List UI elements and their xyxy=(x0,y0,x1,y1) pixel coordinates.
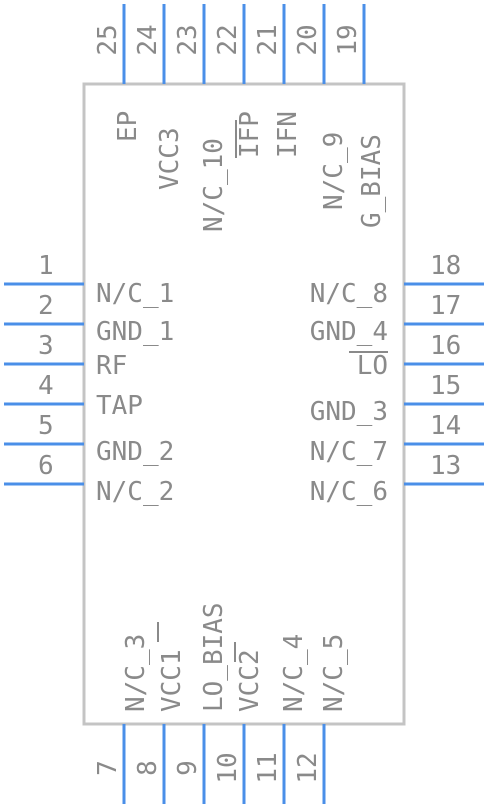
pin-9: 9 LO_BIAS xyxy=(173,602,229,804)
pin-4-label: TAP xyxy=(96,391,143,421)
pin-3: 3 RF xyxy=(4,331,127,381)
pin-7-label: N/C_3 xyxy=(121,634,151,712)
pin-10-number: 10 xyxy=(213,752,243,783)
pin-10: 10 VCC2 xyxy=(213,642,265,804)
pin-19-number: 19 xyxy=(333,24,363,55)
pin-1-number: 1 xyxy=(38,251,54,281)
pin-24-label: VCC3 xyxy=(155,127,185,190)
pin-5-label: GND_2 xyxy=(96,437,174,467)
pin-13: 13 N/C_6 xyxy=(310,451,484,507)
pin-22: 22 IFP xyxy=(213,4,265,158)
pin-23: 23 N/C_10 xyxy=(173,4,229,232)
pin-14: 14 N/C_7 xyxy=(310,411,484,467)
pin-3-number: 3 xyxy=(38,331,54,361)
pin-13-number: 13 xyxy=(430,451,461,481)
pin-20: 20 N/C_9 xyxy=(293,4,349,210)
pin-4-number: 4 xyxy=(38,371,54,401)
pin-18-number: 18 xyxy=(430,251,461,281)
pin-24: 24 VCC3 xyxy=(133,4,185,190)
pin-17: 17 GND_4 xyxy=(310,291,484,347)
pin-2-label: GND_1 xyxy=(96,317,174,347)
pin-16: 16 LO xyxy=(349,331,484,381)
pin-6: 6 N/C_2 xyxy=(4,451,174,507)
pin-10-label: VCC2 xyxy=(235,649,265,712)
pin-18-label: N/C_8 xyxy=(310,279,388,309)
pin-22-number: 22 xyxy=(213,24,243,55)
pin-6-label: N/C_2 xyxy=(96,477,174,507)
pin-25: 25 EP xyxy=(93,4,143,142)
pin-7: 7 N/C_3 xyxy=(93,634,151,804)
pin-8-number: 8 xyxy=(133,760,163,776)
pin-2-number: 2 xyxy=(38,291,54,321)
pin-20-label: N/C_9 xyxy=(319,132,349,210)
pin-14-number: 14 xyxy=(430,411,461,441)
pin-6-number: 6 xyxy=(38,451,54,481)
pin-21-number: 21 xyxy=(253,24,283,55)
pin-1-label: N/C_1 xyxy=(96,279,174,309)
pin-12: 12 N/C_5 xyxy=(293,634,349,804)
pin-3-label: RF xyxy=(96,351,127,381)
pin-23-number: 23 xyxy=(173,24,203,55)
pin-8: 8 VCC1 xyxy=(133,622,187,804)
pin-23-label: N/C_10 xyxy=(199,138,229,232)
pin-11: 11 N/C_4 xyxy=(253,634,309,804)
pin-21: 21 IFN xyxy=(253,4,303,158)
pin-4: 4 TAP xyxy=(4,371,143,421)
pin-13-label: N/C_6 xyxy=(310,477,388,507)
pin-21-label: IFN xyxy=(273,111,303,158)
pin-12-label: N/C_5 xyxy=(319,634,349,712)
pin-12-number: 12 xyxy=(293,752,323,783)
pin-16-number: 16 xyxy=(430,331,461,361)
pin-5-number: 5 xyxy=(38,411,54,441)
pin-1: 1 N/C_1 xyxy=(4,251,174,309)
pin-11-number: 11 xyxy=(253,752,283,783)
pin-9-number: 9 xyxy=(173,760,203,776)
pin-18: 18 N/C_8 xyxy=(310,251,484,309)
pin-15-number: 15 xyxy=(430,371,461,401)
pin-25-label: EP xyxy=(113,111,143,142)
pin-19-label: G_BIAS xyxy=(357,134,387,228)
pin-11-label: N/C_4 xyxy=(279,634,309,712)
pin-2: 2 GND_1 xyxy=(4,291,174,347)
ic-body xyxy=(82,82,406,726)
pin-16-label: LO xyxy=(357,351,388,381)
pin-8-label: VCC1 xyxy=(157,649,187,712)
pin-9-label: LO_BIAS xyxy=(199,602,229,712)
pin-15: 15 GND_3 xyxy=(310,371,484,427)
pin-17-label: GND_4 xyxy=(310,317,388,347)
pin-14-label: N/C_7 xyxy=(310,437,388,467)
pin-15-label: GND_3 xyxy=(310,397,388,427)
pin-17-number: 17 xyxy=(430,291,461,321)
pin-22-label: IFP xyxy=(235,111,265,158)
pin-25-number: 25 xyxy=(93,24,123,55)
pin-7-number: 7 xyxy=(93,760,123,776)
pin-19: 19 G_BIAS xyxy=(333,4,387,228)
pin-20-number: 20 xyxy=(293,24,323,55)
pin-5: 5 GND_2 xyxy=(4,411,174,467)
pin-24-number: 24 xyxy=(133,24,163,55)
